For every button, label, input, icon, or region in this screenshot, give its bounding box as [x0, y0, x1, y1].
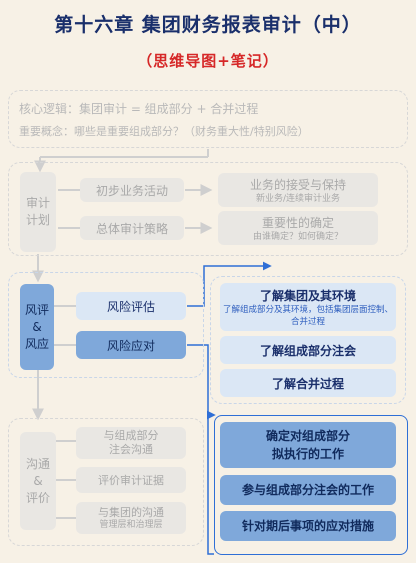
connector-assess-to-items [187, 261, 272, 307]
summary-box: 核心逻辑：集团审计 = 组成部分 + 合并过程 重要概念：哪些是重要组成部分？（… [8, 90, 408, 148]
assessment-items-group [210, 276, 406, 404]
risk-section [8, 272, 204, 378]
evaluate-evidence-box: 评价审计证据 [76, 467, 186, 493]
risk-label: 风评 & 风应 [20, 284, 54, 370]
key-concept-text: 重要概念：哪些是重要组成部分？（财务重大性/特别风险） [19, 125, 309, 138]
risk-response-box: 风险应对 [76, 331, 186, 359]
subsequent-events-box: 针对期后事项的应对措施 [220, 511, 396, 541]
participate-component-work-box: 参与组成部分注会的工作 [220, 475, 396, 505]
audit-plan-label: 审计 计划 [20, 172, 56, 252]
communicate-label: 沟通 & 评价 [20, 432, 56, 530]
response-items-group [214, 415, 408, 555]
audit-plan-section [8, 162, 408, 256]
understand-consolidation-box: 了解合并过程 [220, 369, 396, 397]
materiality-box: 重要性的确定 由谁确定？如何确定？ [218, 211, 378, 245]
connector-respond-to-items [187, 344, 214, 555]
communicate-component-box: 与组成部分 注会沟通 [76, 427, 186, 459]
page-subtitle: （思维导图+笔记） [137, 52, 279, 70]
understand-group-box: 了解集团及其环境 了解组成部分及其环境，包括集团层面控制、合并过程 [220, 283, 396, 331]
communicate-section [8, 418, 204, 546]
preliminary-activity-box: 初步业务活动 [80, 178, 184, 202]
understand-component-auditor-box: 了解组成部分注会 [220, 336, 396, 364]
determine-work-box: 确定对组成部分 拟执行的工作 [220, 422, 396, 468]
page-title: 第十六章 集团财务报表审计（中） [54, 14, 362, 36]
overall-strategy-box: 总体审计策略 [80, 216, 184, 240]
communicate-group-box: 与集团的沟通 管理层和治理层 [76, 502, 186, 534]
core-logic-text: 核心逻辑：集团审计 = 组成部分 + 合并过程 [19, 102, 259, 116]
acceptance-box: 业务的接受与保持 新业务/连续审计业务 [218, 173, 378, 207]
risk-assessment-box: 风险评估 [76, 292, 186, 320]
